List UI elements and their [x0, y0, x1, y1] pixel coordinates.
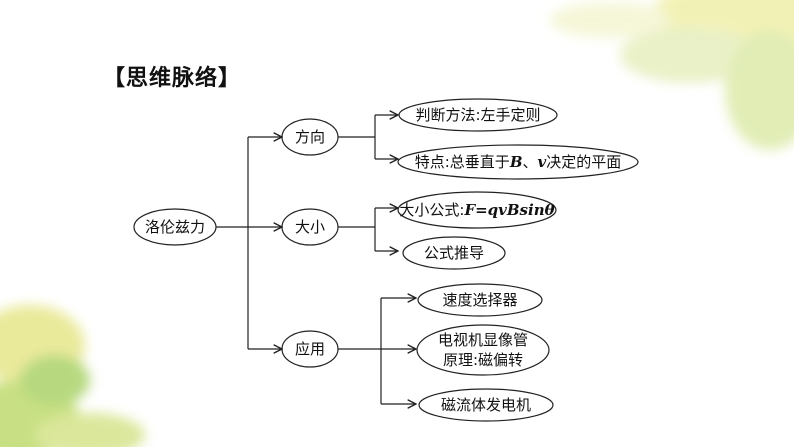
leaf-magnitude-1-shape [397, 191, 557, 229]
feature-prefix: 特点:总垂直于 [414, 153, 510, 171]
leaf-direction-feature: 特点:总垂直于B、v决定的平面 [400, 153, 636, 171]
section-title: 【思维脉络】 [103, 66, 242, 91]
feature-var-b: B [509, 153, 523, 171]
leaf-application-3-shape [418, 388, 554, 422]
formula-expression: F=qvBsinθ [464, 201, 555, 219]
leaf-application-2-shape [416, 324, 550, 376]
feature-sep: 、 [522, 153, 538, 171]
formula-prefix: 大小公式: [399, 201, 465, 219]
leaf-application-crt: 电视机显像管 原理:磁偏转 [417, 330, 549, 370]
feature-suffix: 决定的平面 [546, 153, 622, 171]
crt-line-1: 电视机显像管 [437, 331, 528, 349]
feature-var-v: v [537, 153, 547, 171]
leaf-magnitude-formula: 大小公式:F=qvBsinθ [398, 201, 556, 219]
root-node-label: 洛伦兹力 [144, 218, 205, 236]
leaf-magnitude-derivation: 公式推导 [423, 244, 484, 262]
branch-magnitude-label: 大小 [294, 218, 325, 236]
leaf-magnitude-2-shape [402, 236, 506, 270]
leaf-direction-judge: 判断方法:左手定则 [415, 106, 541, 124]
crt-line-2: 原理:磁偏转 [442, 351, 524, 369]
leaf-application-mhd-generator: 磁流体发电机 [440, 396, 531, 414]
leaf-direction-1-shape [398, 98, 558, 132]
branch-application-label: 应用 [294, 340, 325, 358]
branch-direction-label: 方向 [294, 128, 325, 146]
leaf-direction-2-shape [397, 144, 639, 180]
leaf-application-velocity-selector: 速度选择器 [442, 291, 518, 309]
leaf-application-1-shape [417, 283, 543, 317]
